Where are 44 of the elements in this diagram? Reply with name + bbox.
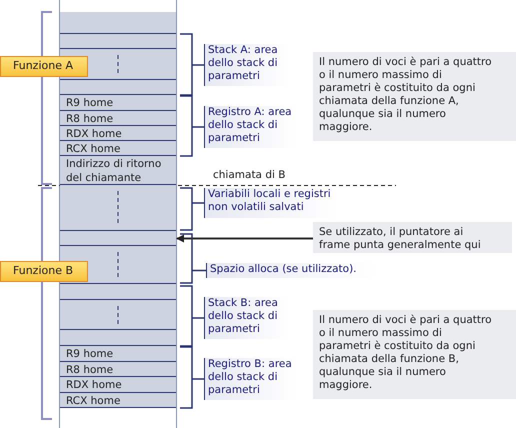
cell-label: R9 home	[66, 96, 114, 110]
cell-label: RDX home	[66, 378, 122, 392]
stack-cell	[60, 330, 176, 346]
label-text: Stack B: area dello stack di parametri	[208, 297, 278, 335]
stack-cell	[88, 49, 176, 80]
note-box	[313, 222, 512, 253]
label-text: Stack A: area dello stack di parametri	[208, 44, 278, 82]
stack-cell	[60, 12, 176, 34]
cell-label: Indirizzo di ritorno del chiamante	[66, 157, 162, 185]
cell-label: RCX home	[66, 394, 120, 408]
stack-cell	[60, 156, 176, 185]
label-text: Registro B: area dello stack di parametri	[208, 358, 292, 396]
stack-cell	[60, 231, 176, 246]
cell-label: RCX home	[66, 142, 120, 156]
label-text: Registro A: area dello stack di parametri	[208, 106, 292, 144]
stack-cell	[60, 300, 176, 330]
arrow	[176, 234, 313, 242]
stack-cell	[60, 95, 176, 111]
cell-label: R8 home	[66, 363, 114, 377]
stack-cell	[60, 185, 176, 231]
label-text: Se utilizzato, il puntatore ai frame punta generalmente qui	[319, 226, 481, 251]
stack-cell	[88, 246, 176, 284]
label-text: Spazio alloca (se utilizzato).	[210, 263, 357, 275]
cell-label: R9 home	[66, 347, 114, 361]
function-tag	[0, 56, 88, 77]
label-text: Variabili locali e registri non volatili salvati	[208, 188, 331, 213]
stack-cell	[60, 284, 176, 300]
stack-cell	[60, 362, 176, 377]
stack-cell	[60, 141, 176, 156]
cell-label: R8 home	[66, 112, 114, 126]
stack-cell	[60, 111, 176, 126]
stack-cell	[60, 377, 176, 393]
stack-cell	[60, 126, 176, 141]
stack-cell	[60, 346, 176, 362]
stack-cell	[60, 80, 176, 95]
label-text: Funzione A	[13, 58, 73, 74]
call-label: chiamata di B	[213, 169, 286, 182]
label-text: Il numero di voci è pari a quattro o il numero massimo di parametri è costituito da ogni chiamata della funzione A, qualunque sia il numero maggiore.	[319, 56, 492, 133]
function-tag	[0, 261, 88, 282]
label-text: Funzione B	[13, 263, 74, 280]
cell-label: RDX home	[66, 127, 122, 141]
stack-cell	[60, 393, 176, 408]
label-text: Il numero di voci è pari a quattro o il numero massimo di parametri è costituito da ogni chiamata della funzione B, qualunque sia il numero maggiore.	[319, 314, 492, 391]
stack-cell	[60, 34, 176, 49]
